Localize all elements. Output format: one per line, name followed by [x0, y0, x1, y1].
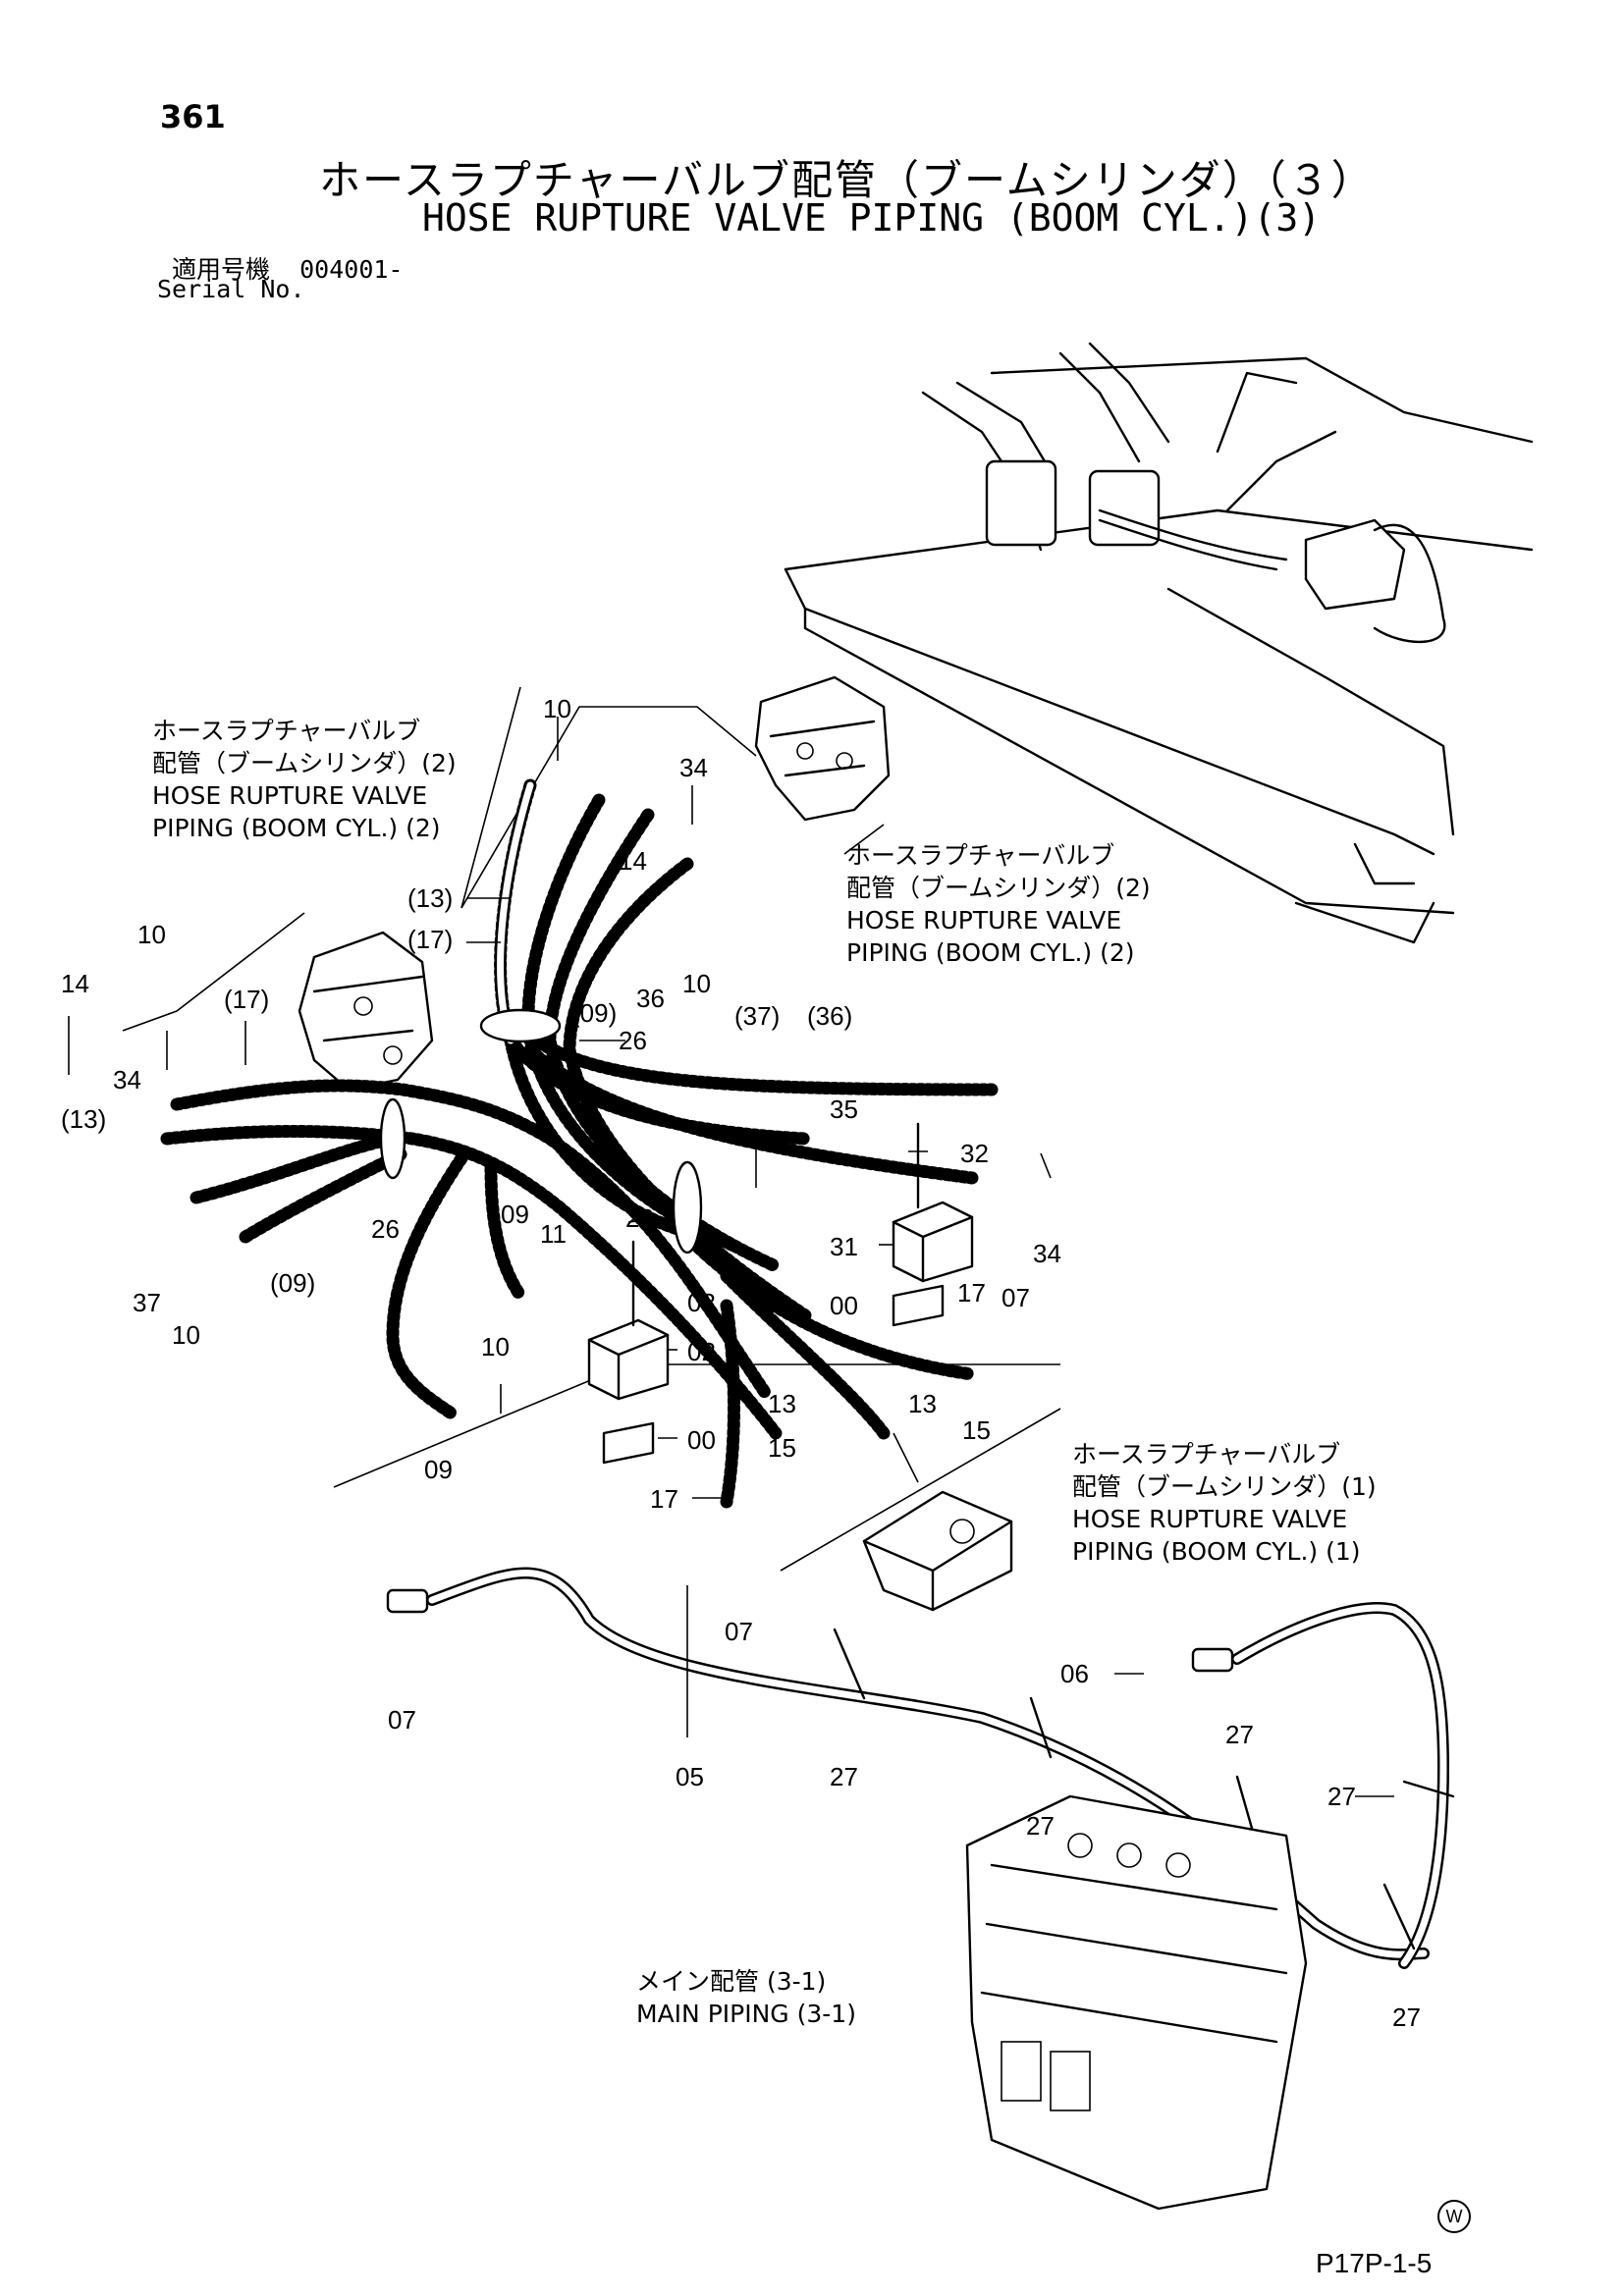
hose-clamps: [379, 1008, 703, 1255]
serial-label-ja: 適用号機: [172, 255, 271, 284]
callout-label: (36): [807, 1001, 853, 1031]
callout-label: 09: [424, 1455, 453, 1484]
ref-lower-right: ホースラプチャーバルブ 配管（ブームシリンダ）(1) HOSE RUPTURE …: [1072, 1438, 1377, 1568]
ref-upper-left: ホースラプチャーバルブ 配管（ブームシリンダ）(2) HOSE RUPTURE …: [152, 715, 457, 844]
callout-label: (17): [224, 985, 270, 1014]
callout-label: 32: [960, 1139, 989, 1168]
callout-label: 13: [908, 1389, 937, 1418]
callout-label: 17: [957, 1278, 986, 1308]
callout-label: 10: [172, 1320, 200, 1350]
callout-leaders: [68, 717, 1394, 1797]
callout-label: (13): [407, 883, 454, 913]
control-valve-assembly: [965, 1794, 1308, 2211]
ref-ur-ja-2: 配管（ブームシリンダ）(2): [846, 874, 1151, 902]
ref-ul-ja-2: 配管（ブームシリンダ）(2): [152, 749, 457, 777]
drawing-number: P17P-1-5: [1316, 2248, 1433, 2278]
callout-label: 27: [1026, 1811, 1055, 1841]
callout-label: 34: [113, 1065, 141, 1095]
page-number: 361: [160, 98, 226, 135]
callout-label: 10: [137, 920, 166, 949]
callout-label: (09): [571, 998, 618, 1028]
callout-label: 14: [61, 969, 89, 998]
callout-label: 10: [682, 969, 711, 998]
ref-main-en: MAIN PIPING (3-1): [636, 2000, 856, 2028]
callout-label: 31: [830, 1232, 858, 1261]
hose-bundle: [160, 778, 999, 1509]
callout-label: 26: [619, 1026, 647, 1055]
callout-label: 10: [481, 1332, 510, 1362]
callout-label: 11: [540, 1219, 567, 1249]
ref-lr-en-1: HOSE RUPTURE VALVE: [1072, 1505, 1348, 1533]
ref-main-piping: メイン配管 (3-1) MAIN PIPING (3-1): [636, 1965, 856, 2030]
callout-label: 26: [371, 1214, 400, 1244]
callout-label: 09: [501, 1200, 529, 1229]
callout-label: 27: [1327, 1782, 1356, 1811]
callout-label: 10: [543, 694, 571, 723]
serial-value: 004001-: [299, 255, 404, 284]
callout-label: 06: [1060, 1659, 1089, 1688]
ref-ul-en-2: PIPING (BOOM CYL.) (2): [152, 814, 441, 842]
callout-label: 00: [830, 1291, 858, 1320]
callout-label: 26: [625, 1203, 654, 1233]
ref-lr-en-2: PIPING (BOOM CYL.) (1): [1072, 1537, 1361, 1566]
callout-label: 15: [768, 1433, 796, 1463]
main-pipe-run: [386, 1567, 1455, 1969]
callout-label: 14: [619, 846, 647, 876]
ref-ur-en-2: PIPING (BOOM CYL.) (2): [846, 938, 1135, 967]
callout-label: 07: [388, 1705, 416, 1735]
title-english: HOSE RUPTURE VALVE PIPING (BOOM CYL.)(3): [422, 196, 1322, 240]
ref-lr-ja-2: 配管（ブームシリンダ）(1): [1072, 1472, 1377, 1501]
callout-label: 37: [133, 1288, 161, 1317]
ref-ur-en-1: HOSE RUPTURE VALVE: [846, 906, 1122, 934]
callout-label: (37): [734, 1001, 781, 1031]
ref-ul-en-1: HOSE RUPTURE VALVE: [152, 781, 428, 810]
ref-lr-ja-1: ホースラプチャーバルブ: [1072, 1440, 1341, 1468]
mounting-block-left: [587, 1240, 670, 1465]
serial-line: 適用号機 004001-: [172, 250, 403, 286]
callout-label: 27: [1392, 2002, 1421, 2032]
callout-label: 27: [830, 1762, 858, 1791]
ref-main-ja: メイン配管 (3-1): [636, 1967, 827, 1996]
rupture-valve-lower-right: [862, 1490, 1013, 1612]
callout-label: 17: [650, 1484, 678, 1514]
callout-label: 02: [687, 1337, 716, 1366]
title-japanese: ホースラプチャーバルブ配管（ブームシリンダ）（３）: [319, 156, 1375, 204]
callout-label: 27: [1225, 1720, 1254, 1749]
rupture-valve-upper-right: [754, 675, 891, 822]
callout-label: 03: [687, 1288, 716, 1317]
callout-label: 07: [725, 1617, 753, 1646]
callout-label: 36: [636, 984, 665, 1013]
ref-ur-ja-1: ホースラプチャーバルブ: [846, 841, 1115, 870]
callout-label: 05: [676, 1762, 704, 1791]
circle-w-mark: W: [1437, 2200, 1471, 2233]
callout-label: (17): [407, 925, 454, 954]
rupture-valve-upper-left: [298, 931, 434, 1092]
callout-label: 13: [768, 1389, 796, 1418]
callout-label: 35: [830, 1095, 858, 1124]
callout-label: 07: [1001, 1283, 1030, 1312]
machine-frame-context: [784, 342, 1534, 944]
callout-label: (09): [270, 1268, 316, 1298]
mounting-block-right: [892, 1122, 974, 1327]
callout-label: (13): [61, 1104, 107, 1134]
callout-label: 00: [687, 1425, 716, 1455]
callout-label: 34: [679, 753, 708, 782]
callout-label: 15: [962, 1415, 991, 1445]
ref-upper-right: ホースラプチャーバルブ 配管（ブームシリンダ）(2) HOSE RUPTURE …: [846, 839, 1151, 969]
serial-label-en: Serial No.: [157, 275, 305, 303]
ref-ul-ja-1: ホースラプチャーバルブ: [152, 717, 421, 745]
callout-label: 34: [1033, 1239, 1061, 1268]
